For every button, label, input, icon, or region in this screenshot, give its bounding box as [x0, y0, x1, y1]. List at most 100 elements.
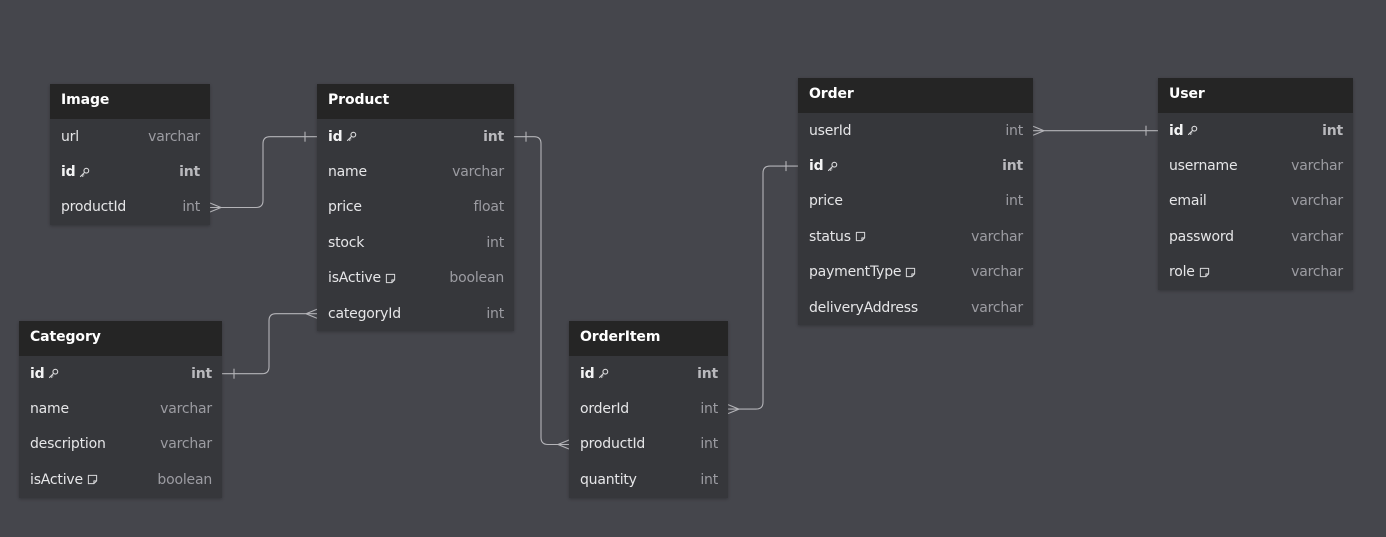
column-name: username: [1169, 158, 1238, 174]
column-type: int: [486, 234, 504, 251]
column-row-paymenttype[interactable]: paymentType varchar: [798, 255, 1033, 290]
column-type: varchar: [971, 228, 1023, 245]
column-name: productId: [61, 199, 126, 215]
column-type: varchar: [148, 128, 200, 145]
column-name: id: [30, 366, 59, 382]
column-row-url[interactable]: url varchar: [50, 119, 210, 154]
column-name-text: orderId: [580, 401, 629, 418]
column-name-text: id: [1169, 122, 1184, 139]
column-name-text: categoryId: [328, 305, 401, 322]
column-type: varchar: [160, 401, 212, 418]
column-name-text: id: [30, 365, 45, 382]
column-row-productid[interactable]: productId int: [569, 427, 728, 462]
column-type: int: [179, 164, 200, 181]
column-type: varchar: [452, 164, 504, 181]
column-name: name: [328, 164, 367, 180]
primary-key-icon: [79, 167, 90, 178]
column-row-stock[interactable]: stock int: [317, 225, 514, 260]
column-name: password: [1169, 229, 1234, 245]
column-row-quantity[interactable]: quantity int: [569, 462, 728, 497]
column-row-price[interactable]: price int: [798, 184, 1033, 219]
column-type: int: [191, 365, 212, 382]
column-row-username[interactable]: username varchar: [1158, 148, 1353, 183]
note-icon[interactable]: [385, 273, 396, 284]
column-name-text: stock: [328, 234, 365, 251]
column-type: float: [473, 199, 505, 216]
primary-key-icon: [598, 368, 609, 379]
table-header[interactable]: Order: [798, 78, 1033, 113]
column-type: boolean: [449, 270, 504, 287]
column-type: int: [700, 401, 718, 418]
column-row-id[interactable]: id int: [50, 154, 210, 189]
column-type: varchar: [971, 264, 1023, 281]
column-name-text: deliveryAddress: [809, 299, 918, 316]
column-name: quantity: [580, 472, 637, 488]
column-name-text: password: [1169, 228, 1234, 245]
column-type: int: [700, 436, 718, 453]
primary-key-icon: [827, 161, 838, 172]
column-row-id[interactable]: id int: [19, 356, 222, 391]
table-header[interactable]: Product: [317, 84, 514, 119]
note-icon[interactable]: [87, 474, 98, 485]
table-header[interactable]: Image: [50, 84, 210, 119]
column-type: int: [1322, 122, 1343, 139]
column-name: id: [809, 158, 838, 174]
column-type: int: [483, 128, 504, 145]
column-name: userId: [809, 123, 852, 139]
column-row-orderid[interactable]: orderId int: [569, 391, 728, 426]
column-type: int: [1005, 193, 1023, 210]
column-type: int: [700, 471, 718, 488]
column-row-id[interactable]: id int: [317, 119, 514, 154]
column-name-text: status: [809, 228, 851, 245]
column-name: id: [1169, 123, 1198, 139]
column-row-name[interactable]: name varchar: [317, 154, 514, 189]
column-name-text: id: [328, 128, 343, 145]
column-name: productId: [580, 436, 645, 452]
note-icon[interactable]: [855, 231, 866, 242]
table-header[interactable]: User: [1158, 78, 1353, 113]
column-type: int: [182, 199, 200, 216]
table-header[interactable]: OrderItem: [569, 321, 728, 356]
column-name: url: [61, 129, 79, 145]
column-name-text: quantity: [580, 471, 637, 488]
column-type: varchar: [1291, 158, 1343, 175]
table-image[interactable]: Image url varchar id int productId int: [50, 84, 210, 226]
primary-key-icon: [48, 368, 59, 379]
column-name-text: paymentType: [809, 264, 902, 281]
column-name: stock: [328, 235, 364, 251]
note-icon[interactable]: [1199, 267, 1210, 278]
column-row-productid[interactable]: productId int: [50, 190, 210, 225]
table-header[interactable]: Category: [19, 321, 222, 356]
note-icon[interactable]: [905, 267, 916, 278]
column-name: role: [1169, 264, 1210, 280]
column-name: status: [809, 229, 866, 245]
column-name: price: [809, 193, 843, 209]
column-name-text: id: [809, 158, 824, 175]
column-row-status[interactable]: status varchar: [798, 219, 1033, 254]
column-row-id[interactable]: id int: [1158, 113, 1353, 148]
column-name-text: id: [61, 164, 76, 181]
column-type: varchar: [1291, 193, 1343, 210]
column-name-text: id: [580, 365, 595, 382]
column-name: paymentType: [809, 264, 916, 280]
column-name: deliveryAddress: [809, 300, 918, 316]
